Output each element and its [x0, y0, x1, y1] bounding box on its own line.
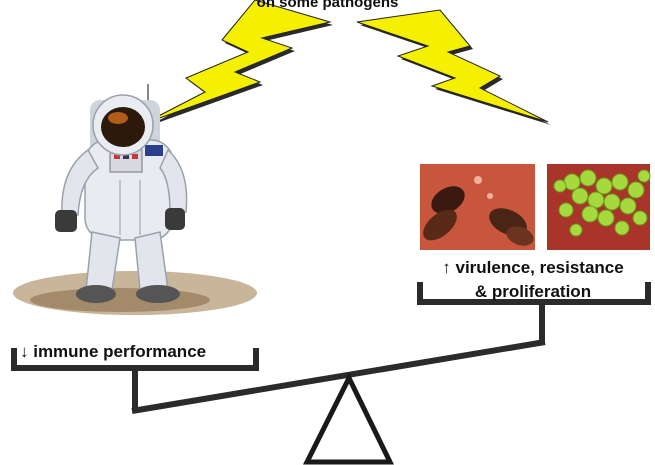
- fulcrum-triangle: [302, 372, 395, 465]
- bacteria-micrograph: [547, 164, 651, 250]
- pathogen-effects-line2: & proliferation: [474, 282, 592, 301]
- bacteria-micrograph: [420, 164, 535, 250]
- lightning-bolt-icon: [356, 9, 551, 125]
- immune-performance-label: ↓ immune performance: [20, 342, 207, 361]
- lightning-bolt-icon: [142, 0, 333, 127]
- top-caption: on some pathogens: [256, 0, 399, 11]
- scale-beam: [131, 339, 546, 414]
- pathogen-effects-label: ↑ virulence, resistance & proliferation: [418, 256, 648, 304]
- astronaut-illustration: [13, 84, 257, 315]
- pathogen-effects-line1: ↑ virulence, resistance: [442, 258, 624, 277]
- right-pan: [417, 282, 651, 305]
